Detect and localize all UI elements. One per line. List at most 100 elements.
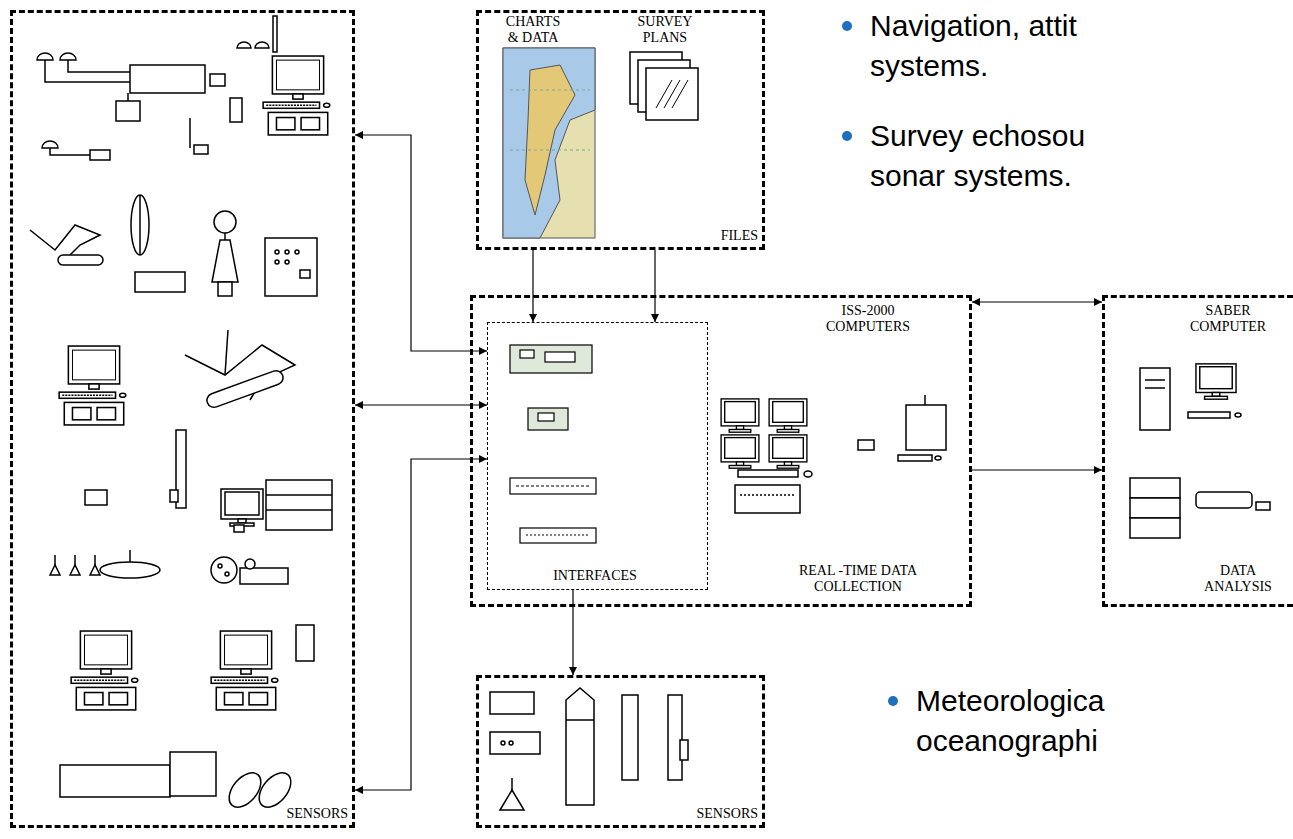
survey-equipment	[266, 494, 332, 496]
interface-cards	[520, 350, 534, 358]
saber-workstation	[1145, 379, 1165, 381]
survey-plan-sheets	[656, 80, 672, 108]
survey-equipment	[218, 564, 222, 568]
saber-workstation	[1196, 492, 1252, 508]
box-heading: CHARTS & DATA	[500, 14, 566, 46]
met-ocean-sensors	[511, 778, 513, 790]
saber-workstation	[1145, 387, 1165, 389]
box-label: REAL -TIME DATA COLLECTION	[762, 563, 954, 595]
navigation-equipment	[50, 148, 90, 155]
survey-equipment	[50, 565, 60, 575]
iss-2000-workstation	[740, 494, 795, 496]
saber-workstation	[1130, 364, 1270, 538]
box-label: FILES	[700, 228, 758, 244]
connector-arrow	[355, 404, 487, 405]
met-ocean-sensors	[622, 695, 638, 780]
sonar-equipment	[225, 330, 228, 375]
survey-equipment	[74, 555, 76, 565]
sonar-equipment	[212, 240, 238, 282]
sonar-equipment	[139, 195, 141, 255]
survey-equipment	[211, 557, 237, 583]
navigation-equipment	[45, 60, 130, 82]
navigation-equipment	[60, 53, 76, 60]
survey-plan-sheets	[646, 68, 698, 120]
iss-2000-workstation	[721, 435, 759, 468]
met-ocean-sensors	[490, 692, 534, 714]
connector-arrow	[532, 250, 533, 322]
survey-equipment	[266, 509, 332, 511]
met-ocean-sensors	[566, 688, 594, 805]
connector-arrow	[654, 250, 655, 322]
chart-image	[525, 65, 575, 215]
survey-equipment	[85, 490, 107, 505]
sonar-equipment	[58, 255, 103, 265]
navigation-equipment	[130, 65, 205, 93]
navigation-equipment	[273, 16, 277, 52]
box-label: SURVEY PLANS	[625, 14, 705, 46]
navigation-equipment	[255, 42, 269, 48]
computer-group: ISS-2000 COMPUTERS REAL -TIME DATA COLLEC…	[470, 295, 972, 607]
navigation-equipment	[237, 42, 251, 48]
survey-equipment	[240, 568, 288, 584]
iss-2000-workstation	[858, 440, 874, 450]
chart-image	[503, 48, 595, 238]
survey-equipment	[54, 555, 56, 565]
survey-equipment	[234, 525, 244, 532]
survey-equipment	[296, 625, 314, 661]
navigation-equipment	[127, 93, 129, 101]
sonar-equipment	[214, 211, 236, 233]
interface-cards	[510, 345, 596, 543]
sonar-equipment	[275, 260, 279, 264]
survey-equipment	[170, 490, 178, 502]
survey-equipment	[50, 430, 332, 813]
navigation-equipment	[189, 118, 191, 148]
sonar-equipment	[205, 369, 285, 410]
chart-image	[510, 150, 590, 151]
bullet-text: Meteorologica oceanographi	[916, 681, 1246, 761]
sonar-equipment	[218, 282, 232, 296]
chart-image	[503, 48, 595, 238]
navigation-equipment	[42, 141, 58, 148]
sonar-equipment	[265, 238, 317, 296]
box-heading: INTERFACES	[535, 568, 655, 584]
sonar-equipment	[59, 346, 126, 425]
survey-equipment	[211, 631, 278, 710]
iss-2000-workstation	[769, 399, 807, 432]
navigation-equipment	[263, 56, 330, 135]
saber-workstation	[1235, 413, 1241, 417]
survey-plan-sheets	[630, 52, 698, 120]
met-ocean-sensors	[500, 790, 524, 810]
saber-workstation	[1130, 478, 1180, 498]
met-ocean-sensors	[490, 732, 540, 754]
saber-workstation	[1188, 412, 1230, 418]
navigation-equipment	[68, 60, 130, 72]
survey-equipment	[94, 555, 96, 565]
interface-cards	[538, 413, 554, 421]
chart-image	[510, 90, 590, 91]
survey-equipment	[245, 559, 255, 569]
survey-equipment	[225, 572, 229, 576]
connector-arrow	[572, 590, 573, 675]
navigation-equipment	[37, 16, 330, 160]
met-ocean-sensors	[490, 688, 688, 810]
interface-cards	[516, 485, 590, 486]
box-heading: ISS-2000 COMPUTERS	[812, 303, 924, 335]
survey-equipment	[170, 752, 216, 796]
met-ocean-sensors	[509, 741, 513, 745]
sonar-equipment	[275, 250, 279, 254]
connector-arrow	[972, 301, 1102, 302]
saber-workstation	[1256, 502, 1270, 510]
interface-cards	[510, 345, 592, 373]
survey-equipment	[266, 480, 332, 530]
survey-plan-sheets	[664, 80, 680, 108]
iss-2000-workstation	[898, 455, 932, 461]
bullet-dots	[842, 21, 852, 31]
sonar-equipment	[285, 260, 289, 264]
saber-workstation	[1130, 518, 1180, 538]
iss-2000-workstation	[721, 395, 946, 513]
interface-cards	[526, 534, 590, 535]
sensor-group: SENSORS	[10, 10, 355, 828]
sonar-equipment	[30, 195, 317, 425]
survey-plan-sheets	[672, 80, 688, 108]
chart-image	[503, 48, 595, 238]
